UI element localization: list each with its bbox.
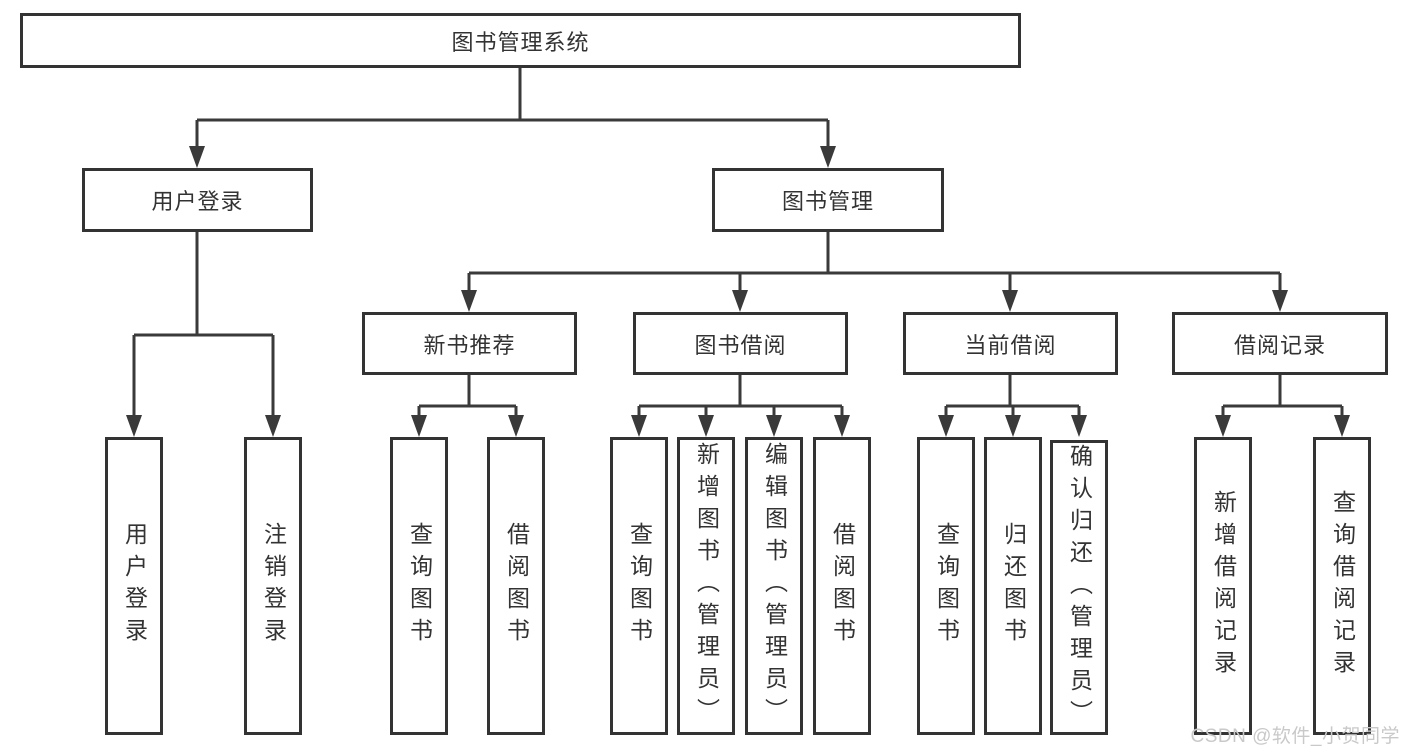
node-label: 归还图书	[1000, 522, 1027, 650]
node-label: 用户登录	[121, 522, 148, 650]
node-label: 图书管理系统	[451, 29, 590, 55]
node-label: 查询图书	[626, 522, 653, 650]
node-label: 查询图书	[406, 522, 433, 650]
node-book-management: 图书管理	[712, 168, 944, 232]
node-book-borrowing: 图书借阅	[633, 312, 848, 375]
node-label: 借阅图书	[829, 522, 856, 650]
node-user-login: 用户登录	[82, 168, 313, 232]
connector-path	[132, 68, 1344, 417]
leaf-add-books-admin: 新增图书（管理员）	[677, 437, 735, 735]
node-label: 借阅记录	[1233, 332, 1326, 358]
node-label: 新书推荐	[423, 332, 516, 358]
node-new-book-recommendation: 新书推荐	[362, 312, 577, 375]
leaf-borrow-books-recommend: 借阅图书	[487, 437, 545, 735]
arrowheads	[126, 146, 1350, 437]
leaf-query-borrow-record: 查询借阅记录	[1313, 437, 1371, 735]
leaf-query-books-current: 查询图书	[917, 437, 975, 735]
node-label: 图书管理	[781, 189, 874, 214]
node-label: 注销登录	[260, 522, 287, 650]
leaf-query-books-recommend: 查询图书	[390, 437, 448, 735]
leaf-confirm-return-admin: 确认归还（管理员）	[1050, 440, 1108, 735]
leaf-user-login: 用户登录	[105, 437, 163, 735]
leaf-query-books-borrowing: 查询图书	[610, 437, 668, 735]
node-borrowing-records: 借阅记录	[1172, 312, 1388, 375]
node-label: 借阅图书	[503, 522, 530, 650]
leaf-return-books: 归还图书	[984, 437, 1042, 735]
node-current-borrowing: 当前借阅	[903, 312, 1118, 375]
leaf-edit-books-admin: 编辑图书（管理员）	[745, 437, 803, 735]
leaf-borrow-books-borrowing: 借阅图书	[813, 437, 871, 735]
node-label: 图书借阅	[694, 332, 787, 358]
node-label: 当前借阅	[964, 332, 1057, 358]
node-label: 查询借阅记录	[1329, 490, 1356, 682]
node-label: 新增图书（管理员）	[693, 442, 720, 730]
node-label: 编辑图书（管理员）	[761, 442, 788, 730]
csdn-watermark: CSDN @软件_小贺同学	[1190, 726, 1400, 747]
node-label: 查询图书	[933, 522, 960, 650]
leaf-add-borrow-record: 新增借阅记录	[1194, 437, 1252, 735]
leaf-logout: 注销登录	[244, 437, 302, 735]
node-label: 确认归还（管理员）	[1066, 443, 1093, 732]
node-library-system: 图书管理系统	[20, 13, 1021, 68]
node-label: 用户登录	[151, 189, 244, 214]
node-label: 新增借阅记录	[1210, 490, 1237, 682]
